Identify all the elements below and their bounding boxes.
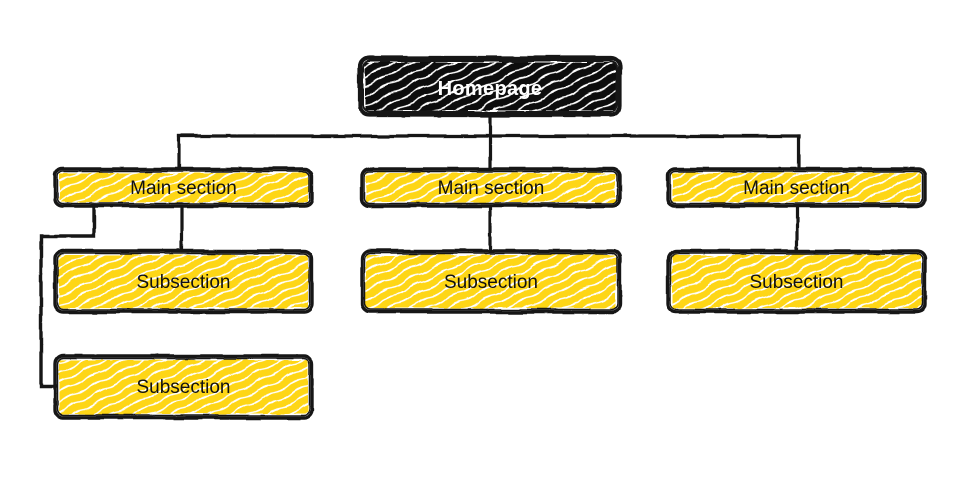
node-borders xyxy=(53,55,927,420)
node-sub-left-1-fill xyxy=(59,255,308,308)
node-sub-left-1-border xyxy=(53,249,314,314)
node-sub-right-fill xyxy=(672,255,921,308)
connectors xyxy=(39,112,801,388)
node-main-right-fill xyxy=(672,173,921,202)
node-main-right-border-2 xyxy=(669,170,924,205)
node-sub-center-border-2 xyxy=(363,252,619,311)
node-homepage-label: Homepage xyxy=(438,78,543,100)
node-main-center-label: Main section xyxy=(438,178,545,199)
node-main-left-border xyxy=(53,167,314,208)
node-sub-center-label: Subsection xyxy=(444,272,538,293)
node-sub-center-fill xyxy=(366,255,616,308)
node-homepage-border-2 xyxy=(362,60,618,113)
node-main-right-label: Main section xyxy=(743,178,850,199)
node-fills xyxy=(59,62,921,414)
node-main-left-label: Main section xyxy=(130,178,237,199)
node-sub-right-border-2 xyxy=(669,252,924,311)
node-sub-left-2-border xyxy=(53,354,314,420)
node-main-center-border-2 xyxy=(363,170,619,205)
node-main-center-border xyxy=(360,167,622,208)
node-labels: Homepage Main section Main section Main … xyxy=(130,78,850,398)
node-homepage-fill xyxy=(364,62,616,111)
node-main-left-border-2 xyxy=(56,170,311,205)
node-main-center-fill xyxy=(366,173,616,202)
connector-main-left-sub2-elbow xyxy=(39,204,96,388)
node-sub-left-1-label: Subsection xyxy=(136,272,230,293)
node-sub-left-2-border-2 xyxy=(56,357,311,417)
node-sub-left-2-label: Subsection xyxy=(136,377,230,398)
node-main-right-border xyxy=(666,167,927,208)
node-sub-right-border xyxy=(666,249,927,314)
node-sub-center-border xyxy=(360,249,622,314)
node-sub-right-label: Subsection xyxy=(749,272,843,293)
node-homepage-border xyxy=(357,55,623,118)
node-sub-left-2-fill xyxy=(59,360,308,414)
node-main-left-fill xyxy=(59,173,308,202)
stroke-layer xyxy=(39,55,927,420)
node-sub-left-1-border-2 xyxy=(56,252,311,311)
